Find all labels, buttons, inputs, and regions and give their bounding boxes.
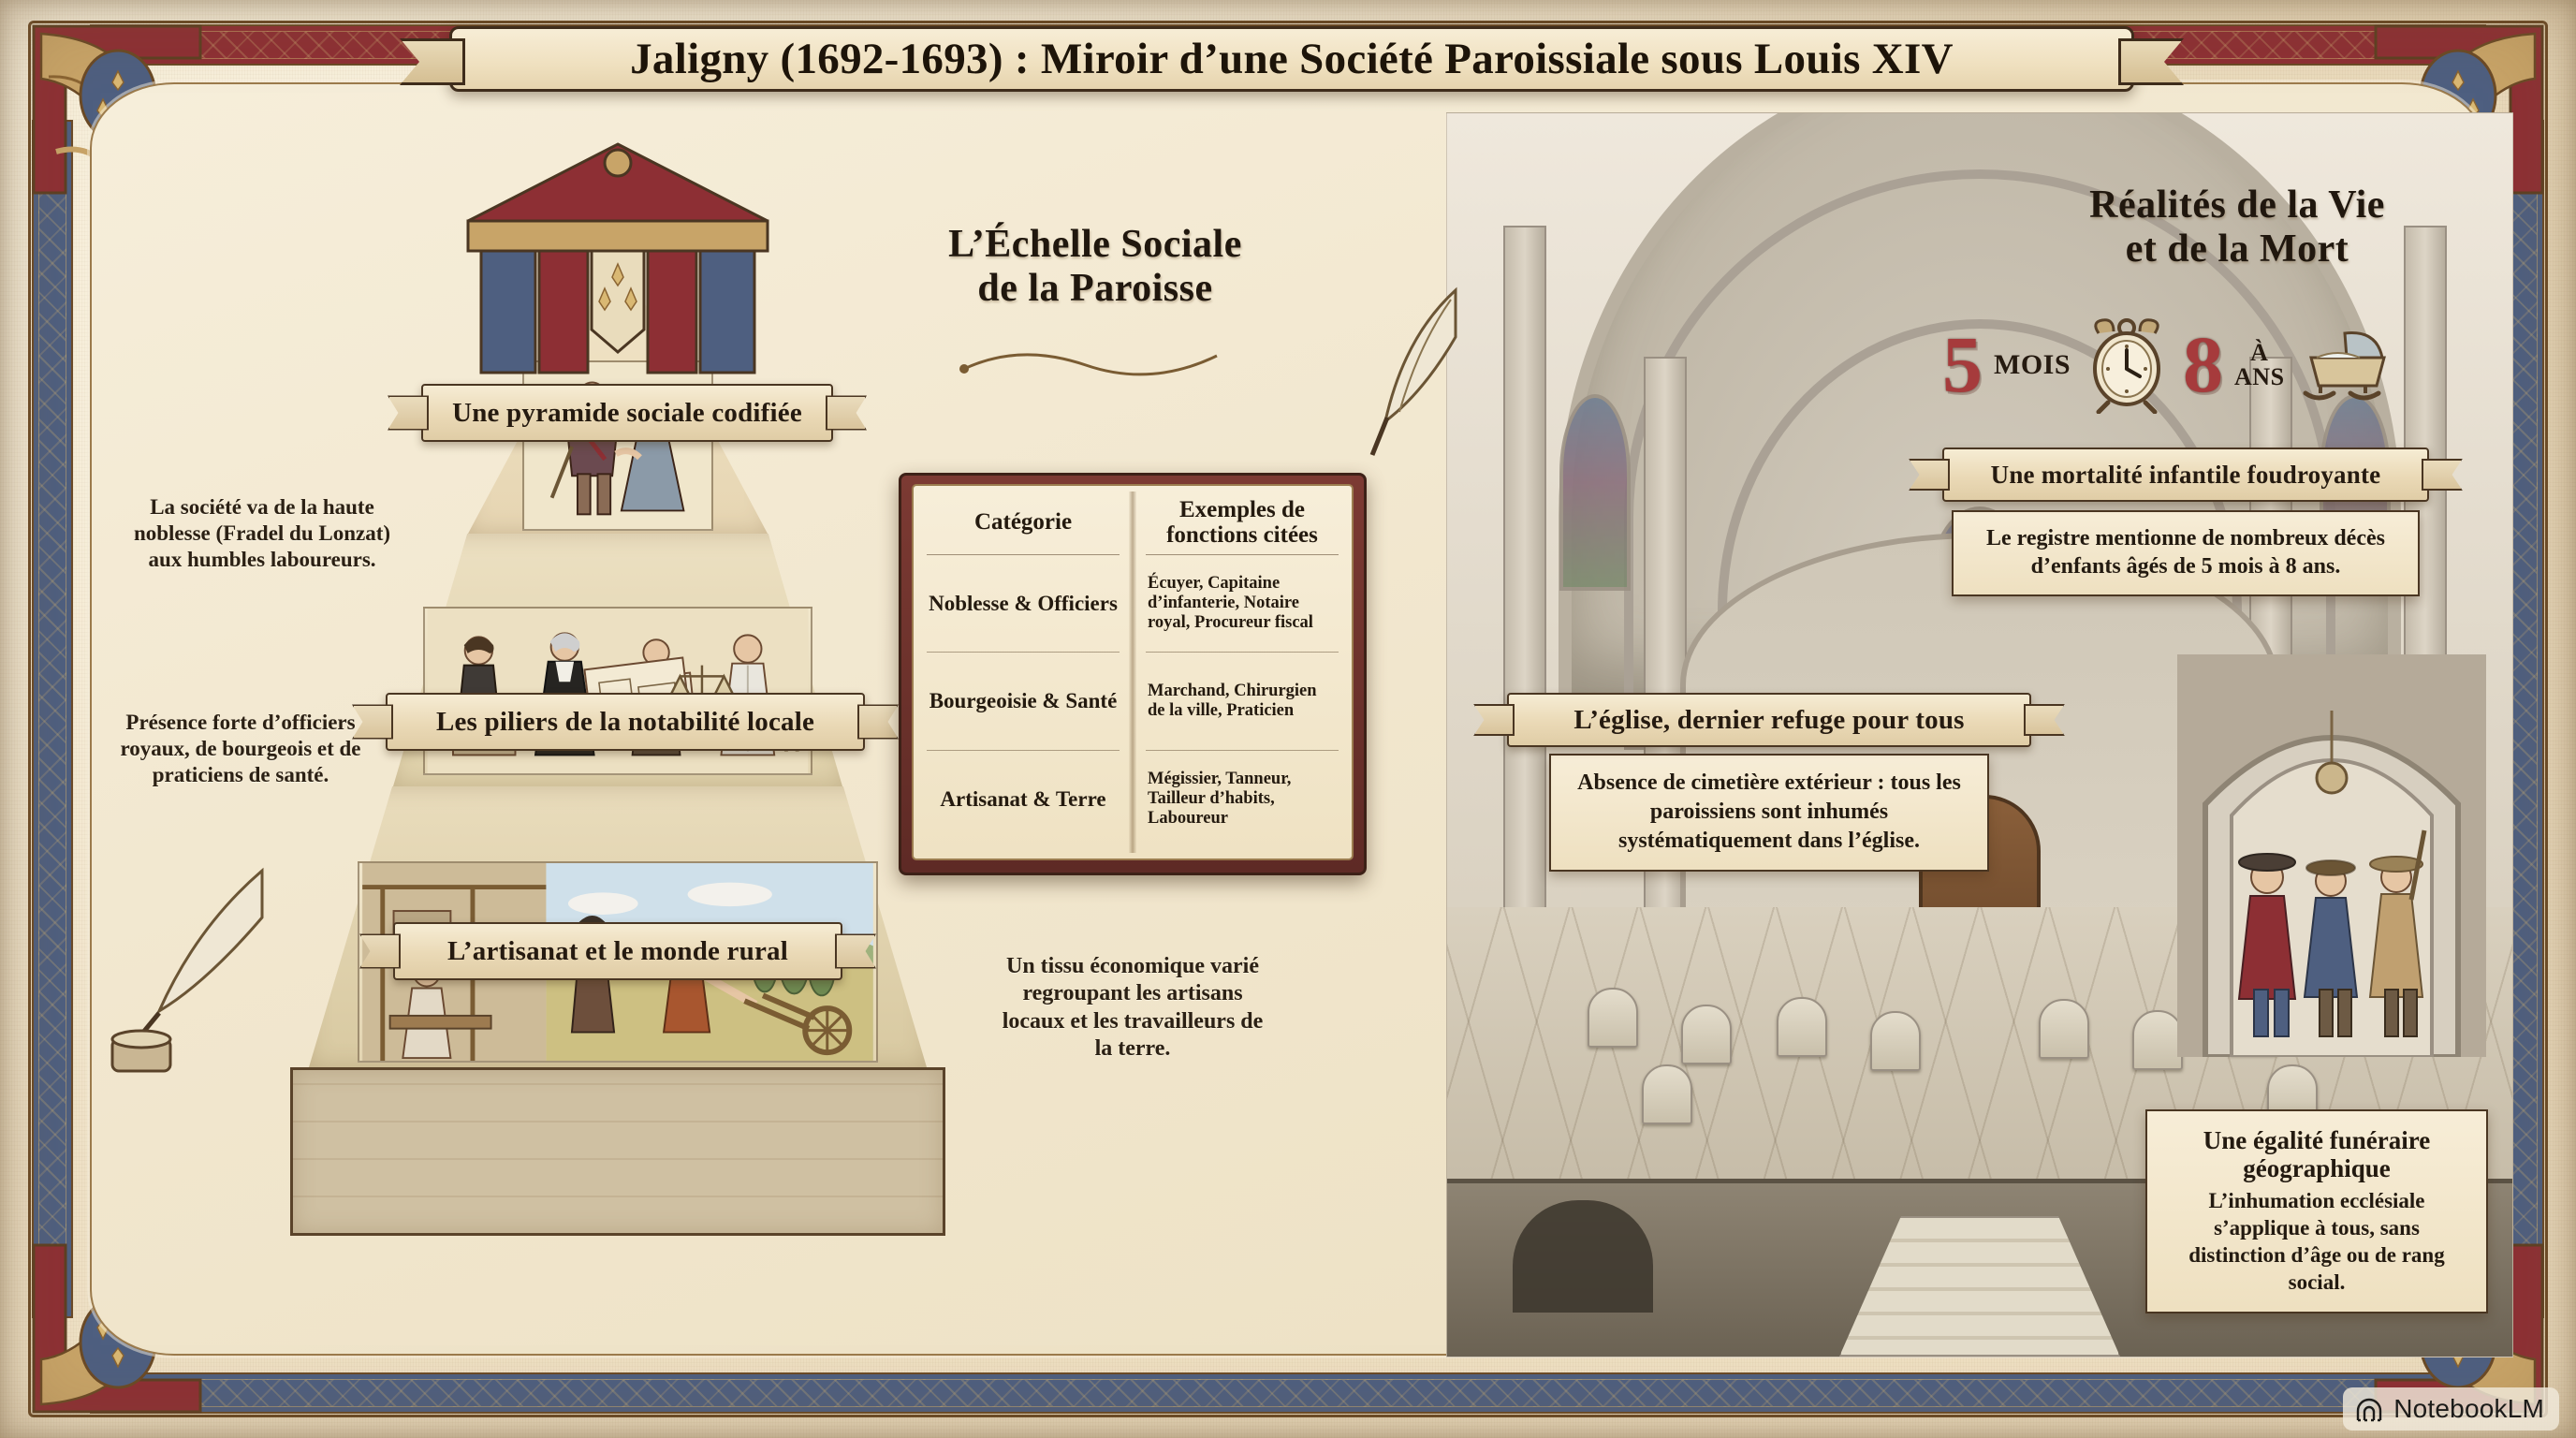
left-heading-line-2: de la Paroisse (977, 267, 1213, 311)
table-row: Marchand, Chirurgien de la ville, Pratic… (1146, 653, 1339, 751)
mortality-banner: Une mortalité infantile foudroyante (1909, 448, 2463, 502)
mortality-banner-label: Une mortalité infantile foudroyante (1990, 460, 2381, 489)
pyramid-banner-3: L’artisanat et le monde rural (359, 922, 876, 980)
right-heading-line-2: et de la Mort (2125, 227, 2349, 271)
equality-card-body: L’inhumation ecclésiale s’applique à tou… (2188, 1189, 2445, 1295)
pyramid-banner-2: Les piliers de la notabilité locale (352, 693, 899, 751)
annotation-artisans: Un tissu économique varié regroupant les… (1002, 954, 1264, 1061)
frame-band-bottom (90, 1372, 2486, 1414)
stat-unit-years: À ANS (2234, 341, 2285, 389)
book-column-functions: Exemples de fonctions citées Écuyer, Cap… (1133, 486, 1352, 858)
tomb-slab (1777, 997, 1827, 1057)
stat-number-years: 8 (2183, 319, 2224, 410)
mortality-stats-row: 5 MOIS 8 À ANS (1942, 309, 2541, 421)
tomb-slab (2039, 999, 2089, 1059)
table-row: Mégissier, Tanneur, Tailleur d’habits, L… (1148, 769, 1292, 828)
pyramid-banner-2-label: Les piliers de la notabilité locale (435, 706, 815, 737)
church-note: Absence de cimetière extérieur : tous le… (1549, 754, 1989, 872)
pyramid-banner-3-label: L’artisanat et le monde rural (447, 935, 788, 966)
left-section-heading: L’Échelle Sociale de la Paroisse (871, 223, 1320, 311)
stat-number-months: 5 (1942, 319, 1983, 410)
church-banner: L’église, dernier refuge pour tous (1473, 693, 2065, 747)
table-row: Noblesse & Officiers (927, 555, 1120, 653)
equality-card-heading-line1: Une égalité funéraire (2203, 1126, 2431, 1154)
left-heading-line-1: L’Échelle Sociale (948, 223, 1242, 266)
church-interior-illustration (1446, 112, 2513, 1357)
notebooklm-logo-icon (2357, 1398, 2382, 1422)
equality-card-heading-line2: géographique (2243, 1154, 2391, 1183)
right-section-heading: Réalités de la Vie et de la Mort (1975, 183, 2499, 271)
right-heading-line-1: Réalités de la Vie (2089, 183, 2385, 227)
quill-pen-icon (1369, 286, 1457, 456)
royal-canopy-illustration (466, 142, 769, 374)
inkwell-and-quill-icon (110, 867, 264, 1073)
church-banner-label: L’église, dernier refuge pour tous (1573, 704, 1965, 735)
stat-unit-months: MOIS (1994, 349, 2071, 380)
page-title: Jaligny (1692-1693) : Miroir d’une Socié… (630, 35, 1954, 83)
tomb-slab (1681, 1005, 1732, 1064)
equality-card: Une égalité funéraire géographique L’inh… (2145, 1109, 2488, 1314)
categories-book: Catégorie Noblesse & Officiers Bourgeois… (899, 473, 1367, 875)
annotation-nobility: La société va de la haute noblesse (Frad… (133, 495, 391, 572)
book-column-category: Catégorie Noblesse & Officiers Bourgeois… (914, 486, 1133, 858)
watermark-label: NotebookLM (2393, 1394, 2544, 1423)
stained-glass-window-left (1559, 394, 1631, 591)
title-banner: Jaligny (1692-1693) : Miroir d’une Socié… (400, 26, 2184, 92)
flourish-divider-icon (959, 353, 1218, 376)
alcove-with-parishioners-illustration (2177, 654, 2486, 1057)
table-header-functions: Exemples de fonctions citées (1146, 497, 1339, 555)
table-row: Bourgeoisie & Santé (927, 653, 1120, 751)
tomb-slab (1642, 1064, 1692, 1124)
annotation-notables: Présence forte d’officiers royaux, de bo… (120, 711, 361, 787)
pyramid-banner-1-label: Une pyramide sociale codifiée (452, 397, 802, 428)
pyramid-stone-base (290, 1067, 945, 1236)
tomb-slab (1588, 988, 1638, 1048)
tomb-slab (2132, 1010, 2183, 1070)
stat-unit-years-line2: ANS (2234, 363, 2285, 390)
cradle-icon (2303, 331, 2386, 401)
alarm-clock-icon (2093, 318, 2161, 414)
stat-unit-years-line1: À (2250, 339, 2269, 366)
table-row: Artisanat & Terre (940, 786, 1106, 811)
frame-band-left (32, 120, 73, 1318)
notebooklm-watermark: NotebookLM (2343, 1387, 2559, 1431)
mortality-note: Le registre mentionne de nombreux décès … (1952, 510, 2420, 596)
pyramid-banner-1: Une pyramide sociale codifiée (388, 384, 867, 442)
table-row: Écuyer, Capitaine d’infanterie, Notaire … (1146, 555, 1339, 653)
tomb-slab (1870, 1011, 1921, 1071)
table-header-category: Catégorie (927, 497, 1120, 555)
